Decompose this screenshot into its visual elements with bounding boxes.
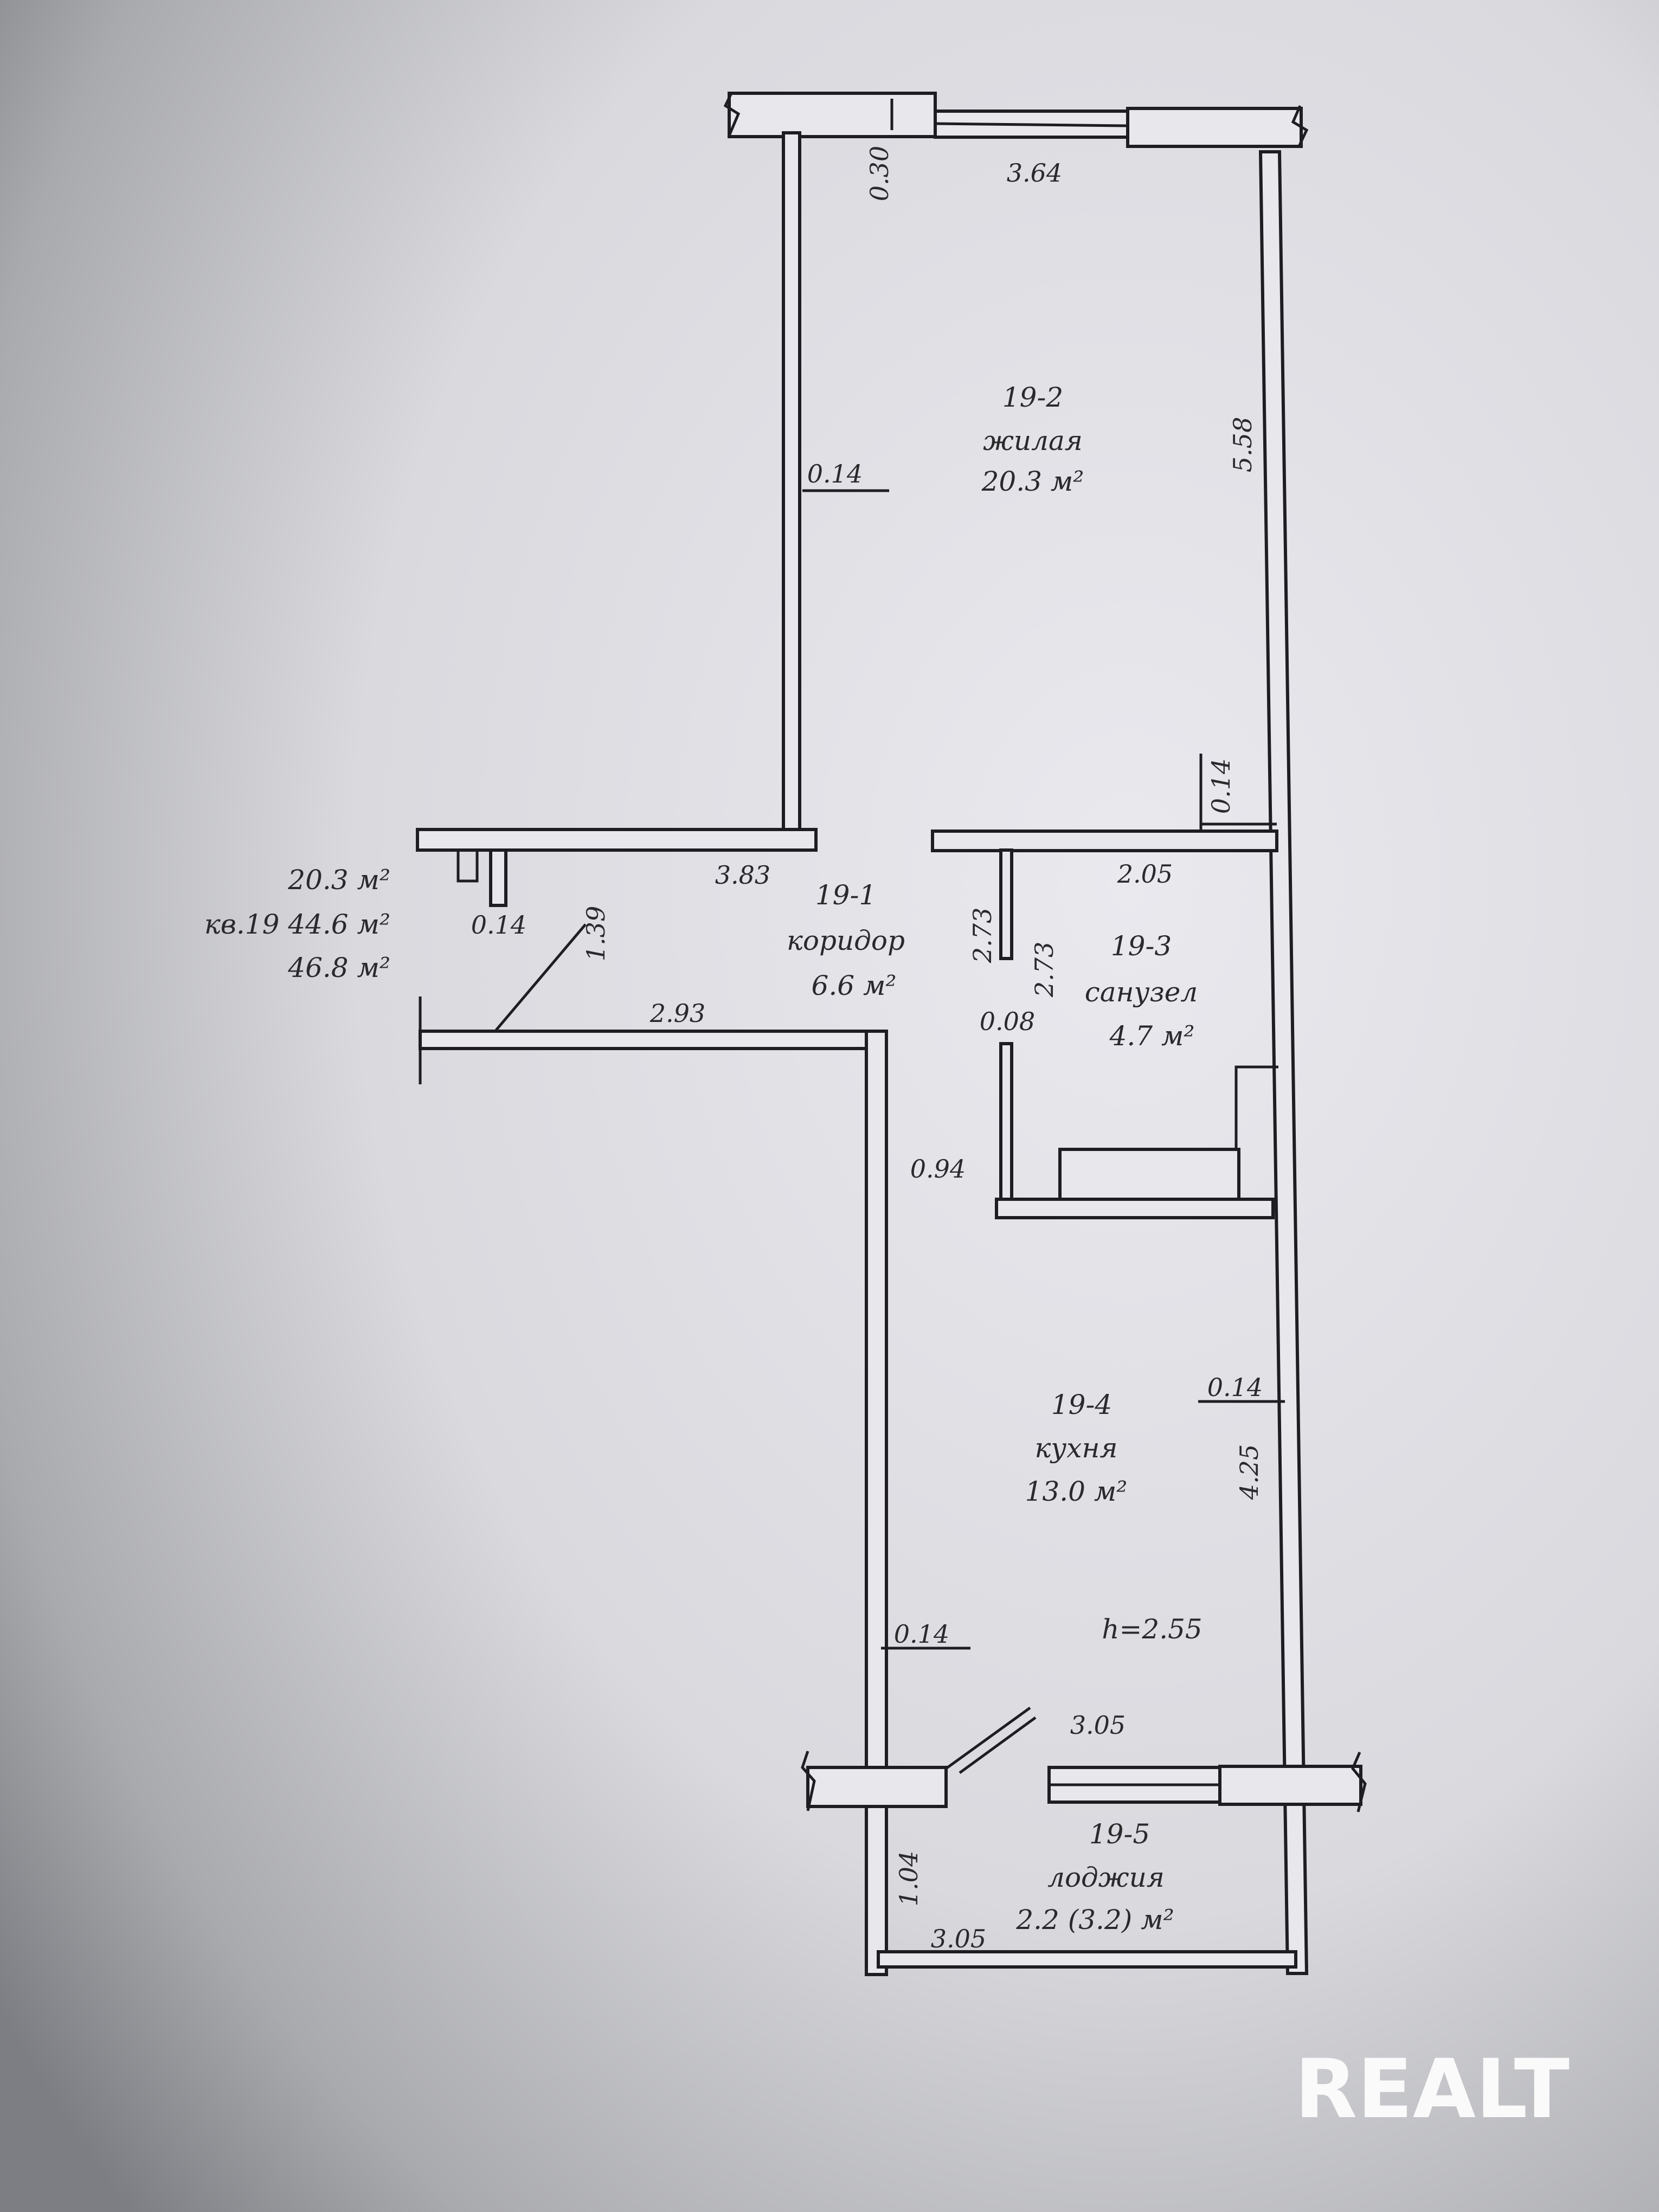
- dim-door-1: 1.39: [581, 906, 610, 961]
- kitchen-area: 13.0 м²: [1025, 1476, 1128, 1507]
- top-wall-left: [728, 92, 937, 138]
- dim-passage: 0.94: [910, 1154, 966, 1184]
- window-line: [935, 122, 1128, 127]
- living-room-area: 20.3 м²: [981, 466, 1084, 497]
- loggia-wall-left: [806, 1766, 948, 1808]
- dimension-lines: [802, 99, 1285, 1650]
- dim-bath-height-a: 2.73: [968, 908, 997, 963]
- dim-window-offset: 0.30: [865, 146, 894, 201]
- walls: [416, 91, 1367, 1976]
- living-room-code: 19-2: [1002, 382, 1063, 413]
- bathroom-name: санузел: [1085, 976, 1198, 1008]
- loggia-door-leaf-2: [959, 1716, 1037, 1774]
- summary-apartment: кв.19 44.6 м²: [204, 909, 390, 940]
- corridor-stub-a: [456, 850, 479, 883]
- corridor-stub-b: [489, 848, 507, 907]
- bathroom-code: 19-3: [1111, 930, 1172, 962]
- corridor-code: 19-1: [815, 879, 876, 911]
- break-mark-loggia-left: [801, 1751, 816, 1811]
- corridor-top-wall-right: [931, 829, 1278, 852]
- loggia-parapet: [877, 1950, 1297, 1969]
- summary-living-area: 20.3 м²: [287, 864, 390, 896]
- dim-loggia-width: 3.05: [931, 1924, 986, 1953]
- living-room-name: жилая: [983, 425, 1083, 456]
- dim-loggia-door: 3.05: [1070, 1711, 1126, 1740]
- break-mark-top-right: [1291, 105, 1309, 149]
- loggia-door-leaf: [945, 1706, 1031, 1770]
- bathroom-area: 4.7 м²: [1109, 1020, 1195, 1052]
- dim-corridor-bottom: 2.93: [650, 999, 705, 1028]
- corridor-top-wall-left: [416, 828, 818, 852]
- corridor-name: коридор: [787, 925, 905, 956]
- dim-living-wall: 0.14: [807, 459, 863, 488]
- right-exterior-wall: [1258, 150, 1309, 1975]
- corridor-bottom-wall: [419, 1030, 888, 1050]
- kitchen-name: кухня: [1034, 1432, 1117, 1464]
- loggia-wall-right: [1218, 1765, 1362, 1806]
- loggia-area: 2.2 (3.2) м²: [1015, 1904, 1174, 1935]
- loggia-code: 19-5: [1089, 1818, 1150, 1850]
- door-arc-corridor: [495, 923, 587, 1031]
- top-wall-right: [1126, 107, 1303, 148]
- summary-total-area: 46.8 м²: [287, 952, 390, 983]
- dim-corridor-length: 3.83: [715, 860, 770, 890]
- dim-bath-wall: 0.08: [980, 1007, 1035, 1036]
- bath-wall-upper: [999, 848, 1013, 960]
- dim-bath-width: 2.05: [1117, 859, 1173, 889]
- bath-wall-lower: [999, 1042, 1013, 1211]
- dim-bath-height-b: 2.73: [1030, 942, 1059, 998]
- bathtub: [1058, 1148, 1240, 1201]
- dim-right-partition: 0.14: [1206, 758, 1236, 814]
- dim-loggia-depth: 1.04: [894, 1851, 923, 1906]
- kitchen-code: 19-4: [1051, 1389, 1112, 1420]
- dim-top-width: 3.64: [1007, 158, 1062, 188]
- dim-kitchen-wall-left: 0.14: [894, 1619, 949, 1649]
- corridor-area: 6.6 м²: [812, 970, 897, 1001]
- kitchen-left-wall: [865, 1030, 888, 1976]
- break-mark-top-left: [723, 91, 741, 136]
- dim-kitchen-wall-right: 0.14: [1207, 1373, 1263, 1402]
- realt-logo: REALT: [1295, 2042, 1570, 2137]
- bath-bottom-wall: [995, 1198, 1275, 1219]
- room-labels: 19-2 жилая 20.3 м² 19-1 коридор 6.6 м² 1…: [787, 382, 1198, 1935]
- dim-kitchen-length: 4.25: [1234, 1444, 1264, 1500]
- dim-small-wall: 0.14: [471, 910, 526, 940]
- loggia-name: лоджия: [1047, 1862, 1165, 1893]
- dimension-labels: 0.30 3.64 0.14 5.58 0.14 3.83 2.05 0.14 …: [471, 146, 1264, 1953]
- area-summary: 20.3 м² кв.19 44.6 м² 46.8 м²: [204, 864, 390, 983]
- living-left-wall: [782, 131, 801, 834]
- dim-right-length: 5.58: [1228, 417, 1257, 472]
- break-mark-loggia-right: [1351, 1752, 1367, 1812]
- ceiling-height: h=2.55: [1102, 1613, 1202, 1645]
